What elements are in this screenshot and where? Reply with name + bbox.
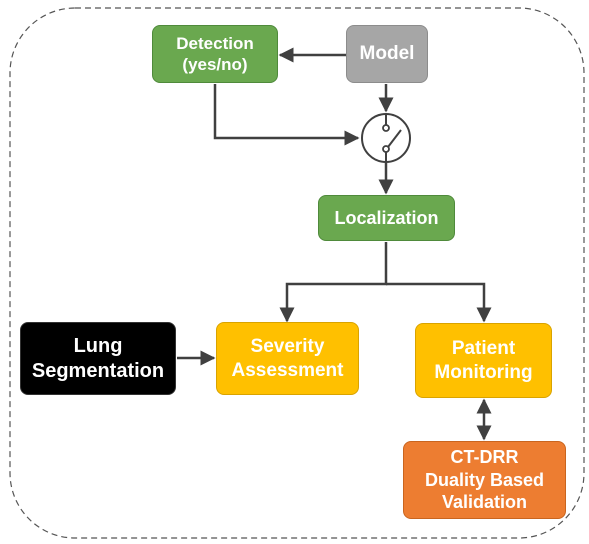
lung-label-line1: Lung bbox=[73, 334, 123, 357]
lung-segmentation-box: Lung Segmentation bbox=[20, 322, 176, 395]
monitoring-label-line2: Monitoring bbox=[434, 361, 533, 383]
ctdrr-label-line2: Duality Based bbox=[424, 469, 545, 490]
detection-box: Detection (yes/no) bbox=[152, 25, 278, 83]
ctdrr-label-line1: CT-DRR bbox=[450, 447, 519, 468]
arrow-localization-to-monitoring bbox=[386, 282, 492, 323]
detection-label-line1: Detection bbox=[176, 33, 254, 53]
detection-label-line2: (yes/no) bbox=[182, 55, 248, 74]
patient-monitoring-box: Patient Monitoring bbox=[415, 323, 552, 398]
monitoring-label-line1: Patient bbox=[451, 337, 516, 359]
severity-label-line2: Assessment bbox=[231, 359, 344, 381]
switch-icon bbox=[361, 113, 411, 163]
ct-drr-validation-box: CT-DRR Duality Based Validation bbox=[403, 441, 566, 519]
ctdrr-label-line3: Validation bbox=[441, 492, 528, 513]
localization-box: Localization bbox=[318, 195, 455, 241]
lung-label-line2: Segmentation bbox=[31, 359, 165, 382]
localization-label: Localization bbox=[334, 207, 439, 228]
severity-assessment-box: Severity Assessment bbox=[216, 322, 359, 395]
model-label: Model bbox=[359, 43, 415, 65]
dashed-boundary bbox=[9, 7, 585, 539]
model-box: Model bbox=[346, 25, 428, 83]
arrow-localization-to-severity bbox=[279, 242, 388, 323]
severity-label-line1: Severity bbox=[250, 335, 325, 357]
arrow-detection-to-switch bbox=[213, 84, 360, 146]
